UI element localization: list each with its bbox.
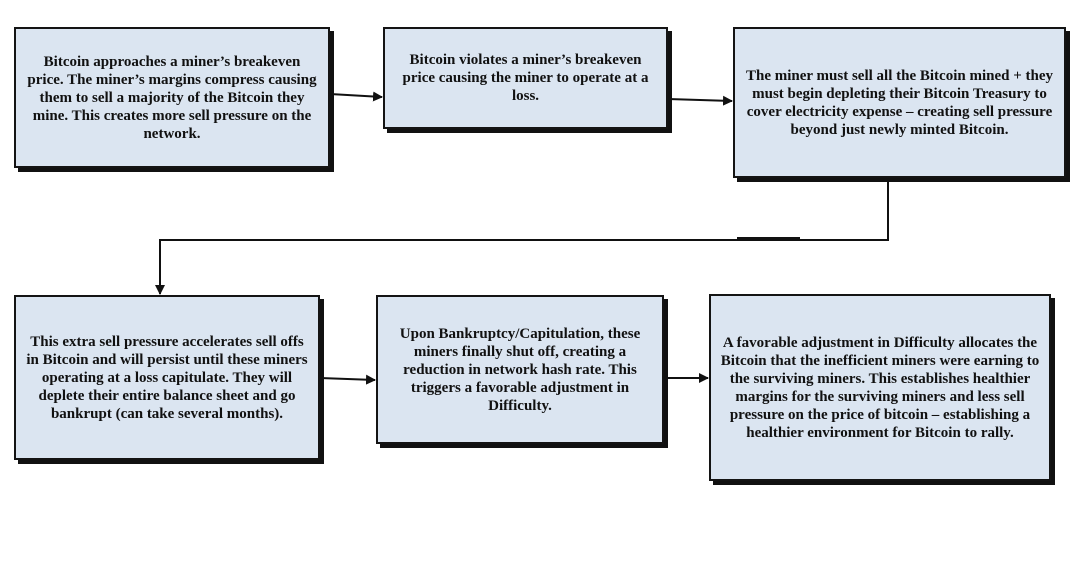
- arrow-box-3-to-box-4: [155, 180, 889, 295]
- arrow-box-1-to-box-2: [329, 91, 383, 102]
- step-3-text: The miner must sell all the Bitcoin mine…: [745, 67, 1054, 138]
- step-2-text: Bitcoin violates a miner’s breakeven pri…: [402, 52, 649, 104]
- step-5-text: Upon Bankruptcy/Capitulation, these mine…: [399, 325, 641, 414]
- step-4-capitulation: This extra sell pressure accelerates sel…: [14, 295, 320, 460]
- arrow-box-4-to-box-5: [319, 374, 376, 385]
- step-6-difficulty-adjustment: A favorable adjustment in Difficulty all…: [709, 294, 1051, 481]
- step-2-operating-at-loss: Bitcoin violates a miner’s breakeven pri…: [383, 27, 668, 129]
- step-1-approaching-breakeven: Bitcoin approaches a miner’s breakeven p…: [14, 27, 330, 168]
- step-6-text: A favorable adjustment in Difficulty all…: [720, 334, 1040, 441]
- step-5-hash-rate-reduction: Upon Bankruptcy/Capitulation, these mine…: [376, 295, 664, 444]
- step-3-depleting-treasury: The miner must sell all the Bitcoin mine…: [733, 27, 1066, 178]
- step-1-text: Bitcoin approaches a miner’s breakeven p…: [27, 53, 317, 142]
- arrow-box-2-to-box-3: [667, 95, 733, 106]
- step-4-text: This extra sell pressure accelerates sel…: [26, 333, 308, 422]
